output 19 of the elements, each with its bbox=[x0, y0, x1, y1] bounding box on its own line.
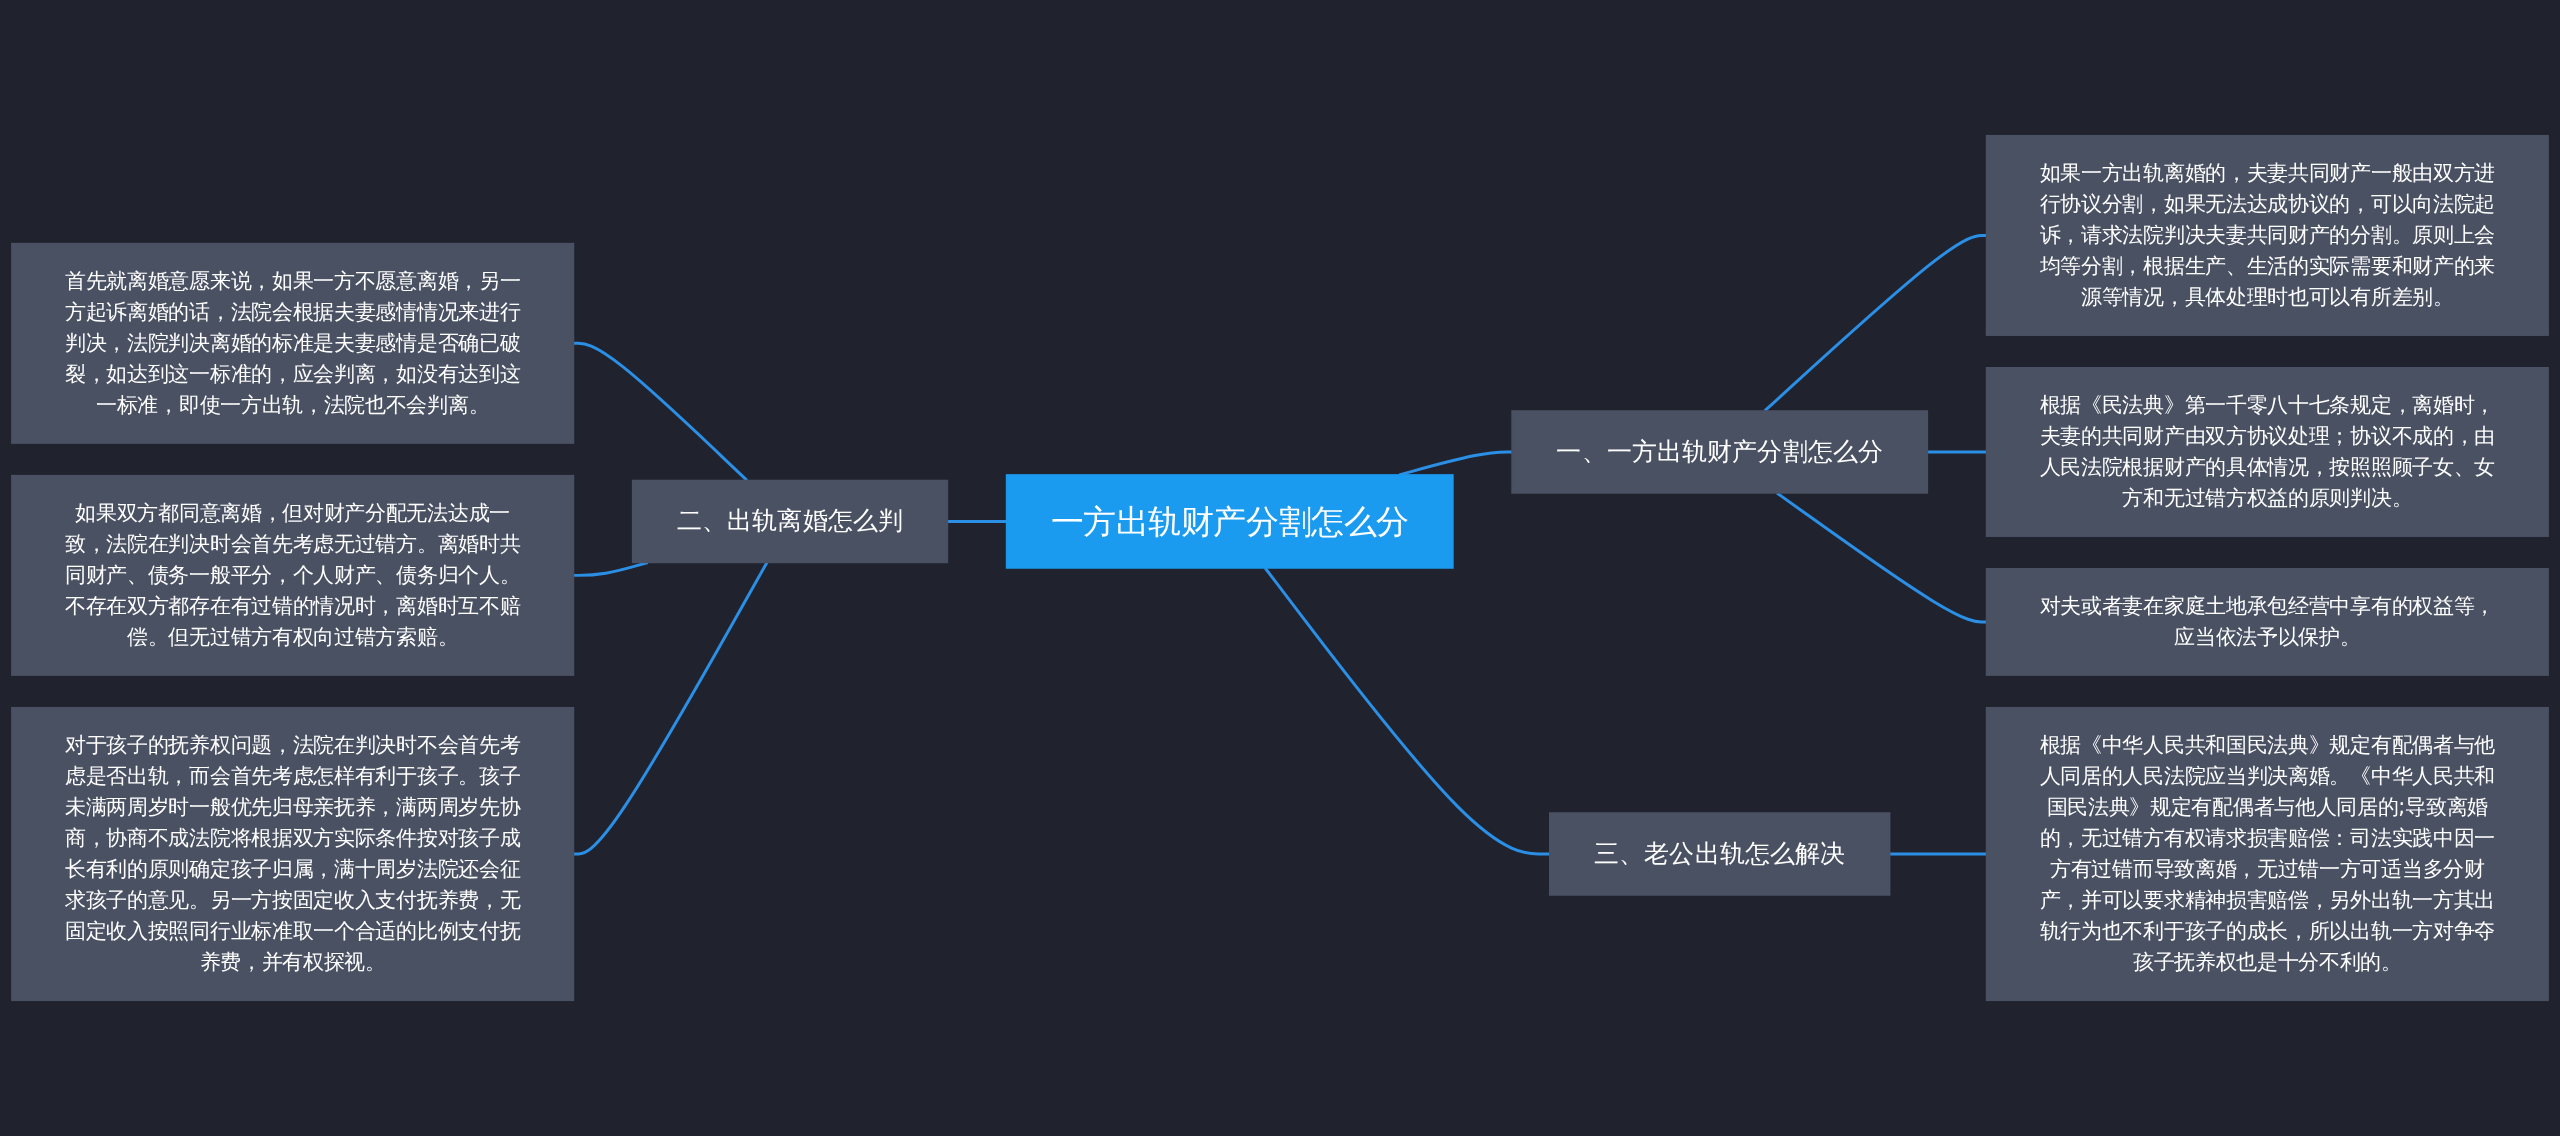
node-box: 根据《民法典》第一千零八十七条规定，离婚时，夫妻的共同财产由双方协议处理；协议不成的，由人民法院根据财产的具体情况，按照照顾子女、女方和无过错方权益的原则判决。 bbox=[1985, 367, 2549, 537]
connector bbox=[1889, 852, 1987, 856]
connector bbox=[1263, 567, 1550, 856]
node-box: 三、老公出轨怎么解决 bbox=[1549, 812, 1891, 896]
node-box: 一、一方出轨财产分割怎么分 bbox=[1511, 410, 1929, 494]
node-box: 根据《中华人民共和国民法典》规定有配偶者与他人同居的人民法院应当判决离婚。《中华人民共和国民法典》规定有配偶者与他人同居的;导致离婚的，无过错方有权请求损害赔偿：司法实践中因一方有过错而导致离婚，无过错一方可适当多分财产，并可以要求精神损害赔偿，另外出轨一方其出轨行为也不利于孩子的成长，所以出轨一方对争夺孩子抚养权也是十分不利的。 bbox=[1985, 706, 2549, 1002]
node-box: 如果一方出轨离婚的，夫妻共同财产一般由双方进行协议分割，如果无法达成协议的，可以向法院起诉，请求法院判决夫妻共同财产的分割。原则上会均等分割，根据生产、生活的实际需要和财产的来源等情况，具体处理时也可以有所差别。 bbox=[1985, 134, 2549, 336]
connector bbox=[573, 561, 649, 577]
node-box: 一方出轨财产分割怎么分 bbox=[1005, 474, 1454, 569]
node-box: 对于孩子的抚养权问题，法院在判决时不会首先考虑是否出轨，而会首先考虑怎样有利于孩子。孩子未满两周岁时一般优先归母亲抚养，满两周岁先协商，协商不成法院将根据双方实际条件按对孩子成长有利的原则确定孩子归属，满十周岁法院还会征求孩子的意见。另一方按固定收入支付抚养费，无固定收入按照同行业标准取一个合适的比例支付抚养费，并有权探视。 bbox=[11, 706, 575, 1002]
node-box: 对夫或者妻在家庭土地承包经营中享有的权益等，应当依法予以保护。 bbox=[1985, 568, 2549, 676]
connector bbox=[573, 341, 748, 482]
connector bbox=[1927, 450, 1987, 454]
node-box: 如果双方都同意离婚，但对财产分配无法达成一致，法院在判决时会首先考虑无过错方。离婚时共同财产、债务一般平分，个人财产、债务归个人。不存在双方都存在有过错的情况时，离婚时互不赔偿。但无过错方有权向过错方索赔。 bbox=[11, 474, 575, 676]
connector bbox=[1776, 491, 1987, 624]
node-box: 二、出轨离婚怎么判 bbox=[631, 479, 949, 564]
connector bbox=[573, 561, 769, 856]
connector bbox=[947, 519, 1007, 523]
node-box: 首先就离婚意愿来说，如果一方不愿意离婚，另一方起诉离婚的话，法院会根据夫妻感情情况来进行判决，法院判决离婚的标准是夫妻感情是否确已破裂，如达到这一标准的，应会判离，如没有达到这一标准，即使一方出轨，法院也不会判离。 bbox=[11, 242, 575, 444]
